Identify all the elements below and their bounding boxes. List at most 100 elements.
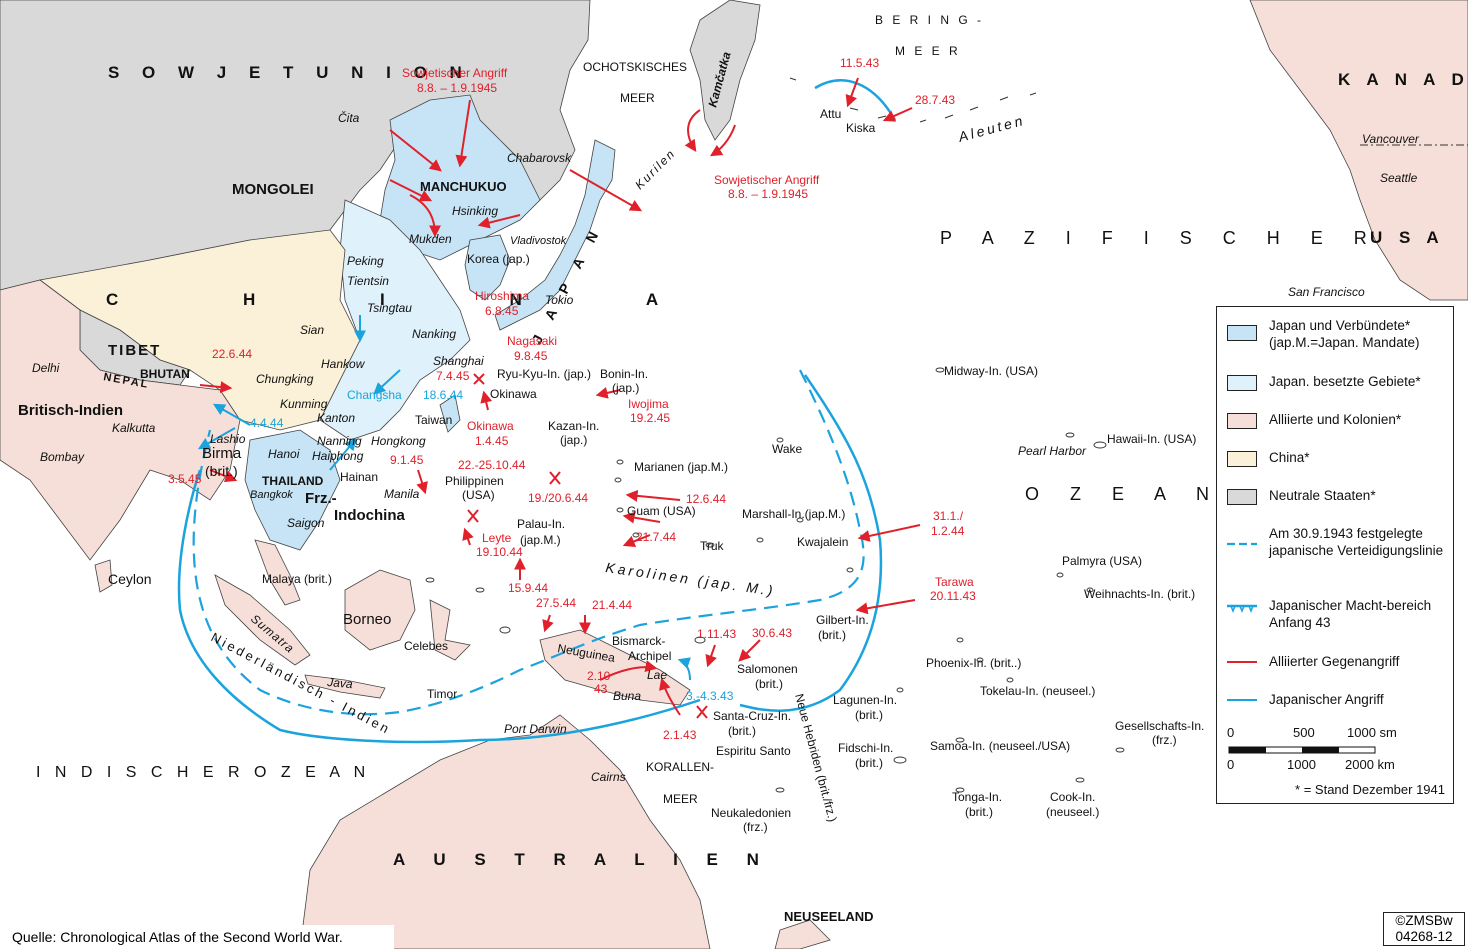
legend-swatch-neutral	[1227, 489, 1257, 505]
region-kamcatka	[689, 0, 761, 141]
label-birma-2: (brit.)	[205, 463, 238, 479]
label-vancouver: Vancouver	[1362, 132, 1420, 146]
label-okinawa-place: Okinawa	[490, 387, 537, 401]
copyright-box: ©ZMSBw 04268-12	[1383, 912, 1465, 946]
defense-line	[192, 369, 865, 716]
label-samoa: Samoa-In. (neuseel./USA)	[930, 739, 1070, 753]
label-31-1-a: 31.1./	[933, 509, 964, 523]
label-bhutan: BHUTAN	[140, 367, 190, 381]
label-sowjetunion: S O W J E T U N I O N	[108, 63, 471, 82]
label-kazan-1: Kazan-In.	[548, 419, 599, 433]
label-tarawa-b: 20.11.43	[930, 589, 976, 603]
region-indochina	[244, 429, 341, 551]
japanese-attack-arrows	[197, 315, 692, 681]
label-nanning: Nanning	[317, 434, 362, 448]
label-frz-1: Frz.-	[305, 490, 337, 507]
label-truk: Truk	[700, 539, 725, 553]
label-java: Java	[326, 675, 354, 691]
label-lashio: Lashio	[210, 432, 246, 446]
label-sowj1-a: Sowjetischer Angriff	[402, 66, 508, 80]
copyright-line-2: 04268-12	[1395, 929, 1453, 944]
label-nagasaki-b: 9.8.45	[514, 349, 548, 363]
label-fidschi-2: (brit.)	[855, 756, 883, 770]
label-bonin-2: (jap.)	[612, 381, 639, 395]
legend-label: Am 30.9.1943 festgelegte japanische Vert…	[1269, 526, 1444, 558]
region-taiwan	[439, 394, 461, 433]
label-leyte-b: 19.10.44	[476, 545, 523, 559]
label-21-7-44: 21.7.44	[636, 530, 676, 544]
label-sowj2-a: Sowjetischer Angriff	[714, 173, 820, 187]
label-salomonen-1: Salomonen	[737, 662, 798, 676]
label-seattle: Seattle	[1380, 171, 1418, 185]
label-palmyra: Palmyra (USA)	[1062, 554, 1142, 568]
label-hiroshima-a: Hiroshima	[475, 289, 529, 303]
label-18-6-44: 18.6.44	[423, 388, 463, 402]
scale-km-0: 0	[1227, 757, 1234, 772]
label-karolinen: Karolinen (jap. M.)	[605, 559, 777, 599]
legend-red-line-icon	[1227, 661, 1257, 663]
label-marianen: Marianen (jap.M.)	[634, 460, 728, 474]
label-gilbert-2: (brit.)	[818, 628, 846, 642]
legend-swatch-allied	[1227, 413, 1257, 429]
label-gesellschafts-2: (frz.)	[1152, 733, 1177, 747]
label-kanada: K A N A D A	[1338, 70, 1468, 89]
label-guam: Guam (USA)	[627, 504, 696, 518]
label-2-1-43: 2.1.43	[663, 728, 697, 742]
label-palau-1: Palau-In.	[517, 517, 565, 531]
label-hawaii: Hawaii-In. (USA)	[1107, 432, 1196, 446]
label-27-5-44: 27.5.44	[536, 596, 576, 610]
label-tonga-1: Tonga-In.	[952, 790, 1002, 804]
label-korallen-1: KORALLEN-	[646, 760, 714, 774]
label-okinawa-a: Okinawa	[467, 419, 514, 433]
label-thailand: THAILAND	[262, 474, 324, 488]
label-22-6-44: 22.6.44	[212, 347, 252, 361]
label-frz-2: Indochina	[334, 507, 405, 524]
label-marshall: Marshall-In.(jap.M.)	[742, 507, 845, 521]
label-kalkutta: Kalkutta	[112, 421, 156, 435]
map-legend: Japan und Verbündete* (jap.M.=Japan. Man…	[1216, 306, 1454, 804]
label-saigon: Saigon	[287, 516, 325, 530]
label-aleuten: Aleuten	[956, 112, 1027, 145]
scale-sm-1000: 1000 sm	[1347, 725, 1397, 740]
label-neukaledonien-1: Neukaledonien	[711, 806, 791, 820]
legend-swatch-china	[1227, 451, 1257, 467]
label-bonin-1: Bonin-In.	[600, 367, 648, 381]
label-shanghai: Shanghai	[433, 354, 484, 368]
region-labels: S O W J E T U N I O N MONGOLEI MANCHUKUO…	[18, 13, 1468, 924]
label-peking: Peking	[347, 254, 384, 268]
label-22-25-10-44: 22.-25.10.44	[458, 458, 526, 472]
label-china: C H I N A	[106, 290, 718, 309]
label-changsha: Changsha	[347, 388, 402, 402]
legend-label: Japan. besetzte Gebiete*	[1269, 374, 1421, 389]
legend-label: Alliierte und Kolonien*	[1269, 412, 1402, 427]
label-santa-cruz-1: Santa-Cruz-In.	[713, 709, 791, 723]
label-salomonen-2: (brit.)	[755, 677, 783, 691]
label-kurilen: Kurilen	[632, 146, 678, 192]
legend-label: Japanischer Angriff	[1269, 692, 1384, 707]
label-tibet: TIBET	[108, 342, 161, 359]
label-tonga-2: (brit.)	[965, 805, 993, 819]
region-malaya	[254, 539, 301, 606]
label-birma-1: Birma	[202, 445, 242, 462]
label-chungking: Chungking	[256, 372, 314, 386]
scale-km-2000: 2000 km	[1345, 757, 1395, 772]
label-iwojima-b: 19.2.45	[630, 411, 670, 425]
japanese-power-sphere-line	[177, 79, 897, 744]
label-manchukuo: MANCHUKUO	[420, 179, 507, 194]
label-manila: Manila	[384, 487, 420, 501]
label-bombay: Bombay	[40, 450, 85, 464]
label-attu: Attu	[820, 107, 841, 121]
label-borneo: Borneo	[343, 611, 391, 628]
label-indischer-ozean: I N D I S C H E R O Z E A N	[36, 764, 370, 781]
label-31-1-b: 1.2.44	[931, 524, 965, 538]
label-sowj2-b: 8.8. – 1.9.1945	[728, 187, 808, 201]
region-manchukuo	[379, 94, 541, 261]
label-sian: Sian	[300, 323, 324, 337]
label-bering-2: M E E R	[895, 44, 961, 58]
label-bismarck-1: Bismarck-	[612, 634, 665, 648]
label-ceylon: Ceylon	[108, 571, 152, 587]
label-hiroshima-b: 6.8.45	[485, 304, 519, 318]
label-santa-cruz-2: (brit.)	[728, 724, 756, 738]
label-cook-1: Cook-In.	[1050, 790, 1095, 804]
label-korea: Korea (jap.)	[467, 252, 530, 266]
